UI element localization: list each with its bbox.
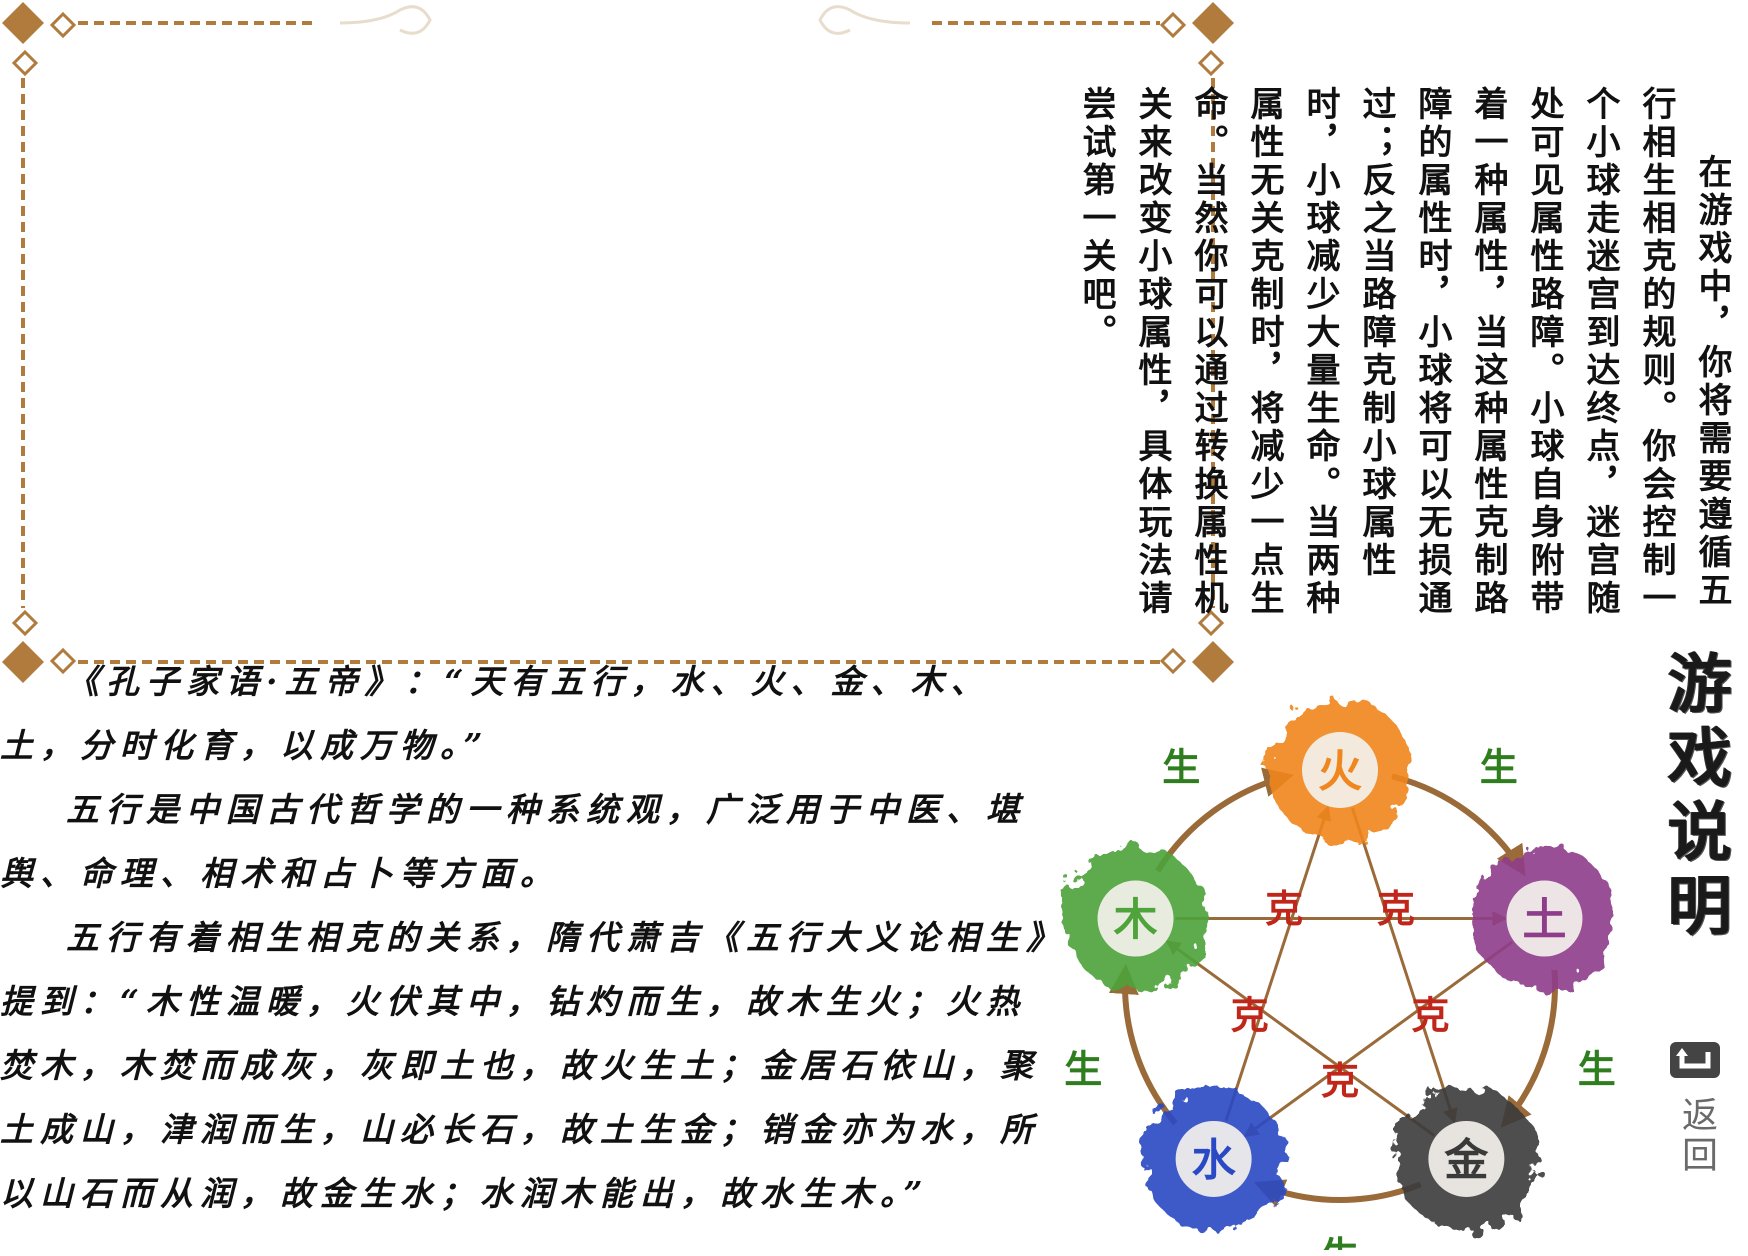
wood-element: 木 — [1063, 846, 1208, 991]
ke-label: 克 — [1411, 992, 1449, 1037]
sheng-label: 生 — [1162, 745, 1200, 790]
sheng-arrow — [1253, 1179, 1422, 1208]
wood-disc — [1097, 880, 1174, 957]
fire-glyph: 火 — [1318, 746, 1362, 797]
sheng-label: 生 — [1321, 1233, 1359, 1250]
ke-label: 克 — [1321, 1058, 1359, 1103]
ke-arrow — [1350, 807, 1458, 1124]
ke-arrow — [1243, 940, 1513, 1138]
page-title: 游戏说明 — [1657, 650, 1732, 946]
metal-disc — [1428, 1120, 1505, 1197]
back-label: 返回 — [1676, 1096, 1717, 1176]
classic-text: 《孔子家语·五帝》：“天有五行，水、火、金、木、土，分时化育，以成万物。” 五行… — [0, 650, 1060, 1226]
classic-paragraph-2: 五行是中国古代哲学的一种系统观，广泛用于中医、堪舆、命理、相术和占卜等方面。 — [0, 790, 1026, 893]
fire-disc — [1302, 732, 1378, 808]
wood-glyph: 木 — [1114, 895, 1158, 946]
sheng-arrow — [1391, 773, 1526, 877]
intro-text: 在游戏中，你将需要遵循五行相生相克的规则。你会控制一个小球走迷宫到达终点，迷宫随… — [1076, 86, 1740, 646]
earth-disc — [1506, 880, 1583, 957]
fire-element: 火 — [1268, 698, 1412, 842]
back-button[interactable]: 返回 — [1660, 1040, 1730, 1190]
ke-arrow — [1224, 805, 1332, 1122]
earth-glyph: 土 — [1522, 895, 1566, 946]
sheng-label: 生 — [1578, 1046, 1616, 1091]
intro-frame — [0, 0, 1240, 690]
sheng-arrow — [1500, 969, 1558, 1128]
sheng-arrow — [1155, 767, 1294, 873]
sheng-arrow — [1108, 964, 1178, 1126]
ke-label: 克 — [1231, 992, 1269, 1037]
ke-label: 克 — [1265, 886, 1303, 931]
metal-glyph: 金 — [1443, 1135, 1489, 1186]
water-glyph: 水 — [1192, 1135, 1237, 1186]
earth-element: 土 — [1472, 846, 1617, 991]
ke-arrow — [1165, 940, 1435, 1137]
water-disc — [1175, 1120, 1252, 1197]
back-arrow-icon — [1670, 1042, 1720, 1078]
intro-paragraph: 在游戏中，你将需要遵循五行相生相克的规则。你会控制一个小球走迷宫到达终点，迷宫随… — [1076, 86, 1732, 618]
classic-paragraph-3: 五行有着相生相克的关系，隋代萧吉《五行大义论相生》提到：“木性温暖，火伏其中，钻… — [0, 918, 1050, 1213]
sheng-label: 生 — [1064, 1046, 1102, 1091]
classic-paragraph-1: 《孔子家语·五帝》：“天有五行，水、火、金、木、土，分时化育，以成万物。” — [0, 662, 991, 765]
frame-border — [2, 2, 1234, 683]
sheng-label: 生 — [1480, 745, 1518, 790]
water-element: 水 — [1141, 1086, 1286, 1231]
ke-label: 克 — [1377, 886, 1415, 931]
metal-element: 金 — [1394, 1086, 1539, 1231]
